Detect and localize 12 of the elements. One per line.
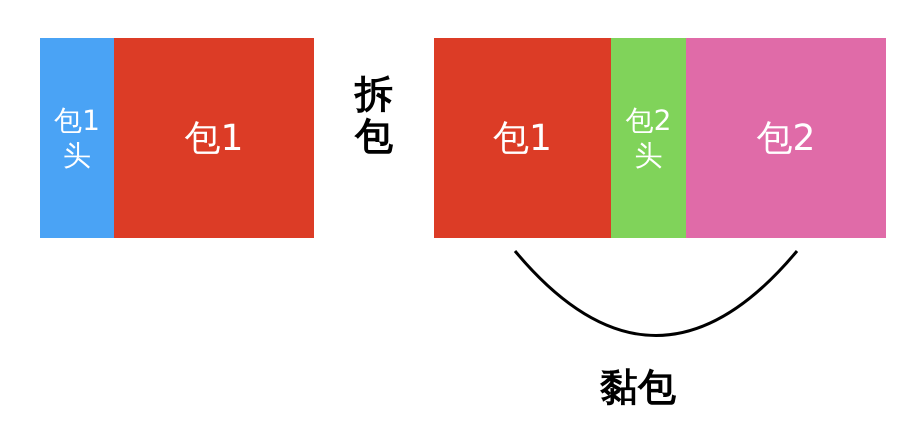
packet-segment bbox=[434, 38, 611, 238]
segment-label: 包1 bbox=[184, 116, 244, 160]
segment-label: 包1头 bbox=[53, 103, 101, 173]
sticky-packet-label: 黏包 bbox=[600, 364, 676, 411]
packet-segment bbox=[686, 38, 886, 238]
packet-segment bbox=[114, 38, 314, 238]
segment-label: 包2头 bbox=[624, 103, 672, 173]
packet-segment bbox=[40, 38, 114, 238]
segment-label: 包2 bbox=[756, 116, 816, 160]
segment-label: 包1 bbox=[493, 116, 552, 160]
split-packet-label: 拆包 bbox=[355, 74, 393, 158]
packet-segment bbox=[611, 38, 686, 238]
